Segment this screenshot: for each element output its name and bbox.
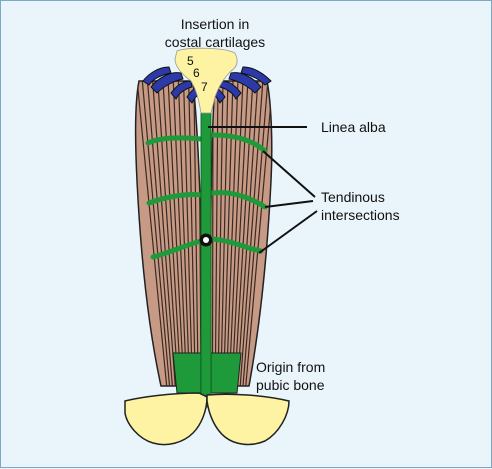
left-muscle-body — [134, 80, 204, 387]
muscle-fiber-line — [220, 81, 229, 386]
muscle-fiber-line — [151, 81, 177, 386]
tendinous-intersections — [145, 132, 268, 260]
insertion-label-line2: costal cartilages — [165, 34, 265, 50]
muscle-fiber-line — [236, 81, 259, 386]
linea-alba — [200, 110, 212, 408]
right-lower-tendon — [210, 352, 242, 394]
tendinous-pointer-lower — [258, 210, 318, 254]
umbilicus — [199, 233, 213, 247]
insertion-label-line1: Insertion in — [181, 16, 249, 32]
linea-alba-label: Linea alba — [321, 119, 386, 135]
right-pubic-bone — [206, 393, 290, 446]
right-muscle-fibers — [211, 81, 272, 386]
muscle-fiber-line — [231, 81, 249, 386]
muscle-fiber-line — [239, 81, 264, 386]
muscle-fiber-line — [233, 81, 254, 386]
xiphoid-process — [174, 47, 238, 114]
muscle-fiber-line — [188, 81, 196, 386]
muscle-fiber-line — [244, 81, 272, 386]
muscle-fiber-line — [225, 81, 239, 386]
muscle-fiber-line — [214, 81, 219, 386]
muscle-fiber-line — [167, 81, 185, 386]
muscle-fiber-line — [242, 81, 269, 386]
muscle-fiber-line — [222, 81, 234, 386]
muscle-fiber-line — [141, 81, 171, 386]
muscle-fiber-line — [211, 81, 214, 386]
muscle-fiber-line — [172, 81, 188, 386]
tendinous-label-line1: Tendinous — [321, 189, 385, 205]
cartilage-number-7: 7 — [201, 80, 208, 94]
cartilage-number-5: 5 — [187, 54, 194, 68]
tendinous-intersection-2 — [146, 190, 268, 210]
tendinous-pointer-middle — [264, 200, 314, 208]
cartilage-right-2 — [228, 72, 262, 94]
origin-label-line1: Origin from — [256, 359, 325, 375]
muscle-fiber-line — [217, 81, 224, 386]
tendinous-label-line2: intersections — [321, 207, 400, 223]
cartilage-right-1 — [240, 66, 272, 86]
muscle-fiber-line — [157, 81, 179, 386]
muscle-fiber-line — [136, 81, 168, 386]
tendinous-pointer-upper — [262, 150, 316, 198]
pointer-lines — [208, 126, 318, 254]
right-rectus-muscle — [208, 80, 273, 387]
left-pubic-bone — [124, 392, 208, 446]
origin-label-line2: pubic bone — [256, 377, 325, 393]
muscle-fiber-line — [146, 81, 174, 386]
cartilage-left-2 — [150, 72, 184, 94]
muscle-fiber-line — [193, 81, 199, 386]
left-lower-tendon — [172, 352, 202, 394]
cartilage-number-6: 6 — [193, 66, 200, 80]
cartilage-left-3 — [170, 80, 193, 100]
tendinous-intersection-3 — [150, 236, 264, 260]
muscle-fiber-line — [162, 81, 182, 386]
muscle-fiber-line — [182, 81, 194, 386]
cartilage-right-3 — [219, 80, 242, 100]
tendinous-intersection-1 — [145, 132, 268, 154]
costal-cartilages — [142, 66, 272, 104]
muscle-fiber-line — [177, 81, 191, 386]
left-rectus-muscle — [134, 80, 204, 387]
muscle-fiber-line — [228, 81, 244, 386]
